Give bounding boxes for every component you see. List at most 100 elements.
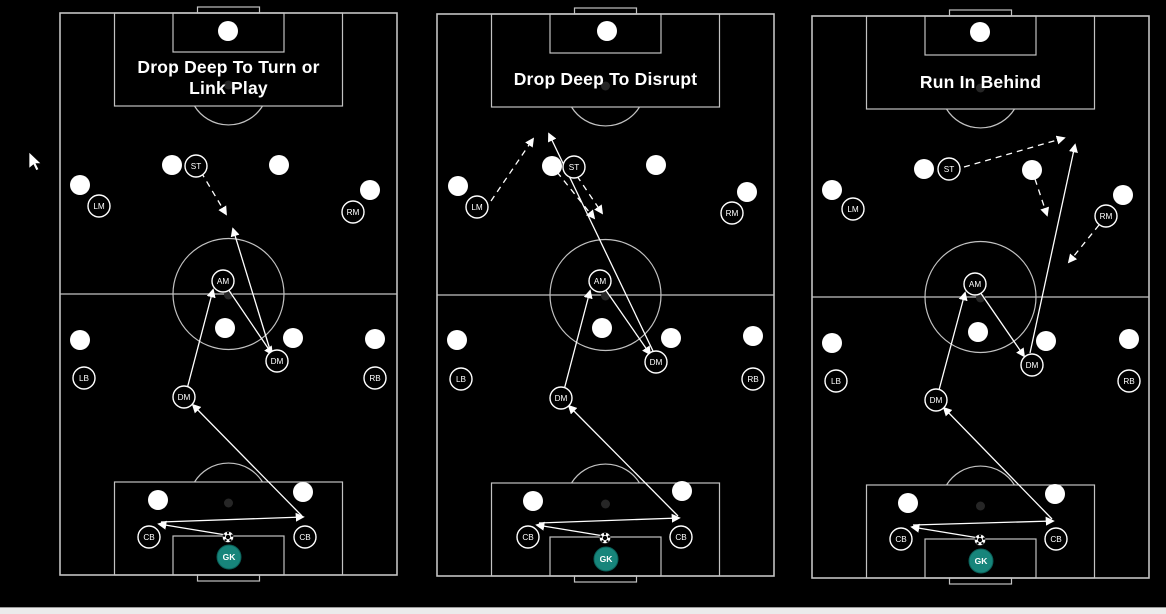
pitch-svg: ST LM RM AM DM LB RB DM CB CB GK (436, 7, 775, 583)
soccer-ball-icon (222, 531, 234, 543)
player-dm-deep: DM (924, 388, 948, 412)
player-rb: RB (741, 367, 765, 391)
player-label: RM (347, 208, 360, 217)
opponent-marker (1036, 331, 1056, 351)
opponent-marker (822, 333, 842, 353)
opponent-marker (70, 330, 90, 350)
penalty-spot-top (224, 80, 233, 90)
center-circle (172, 237, 285, 351)
player-label: ST (944, 165, 954, 174)
player-label: GK (975, 556, 989, 566)
player-dm-advanced: DM (1020, 353, 1044, 377)
player-label: ST (569, 163, 579, 172)
player-rm: RM (341, 200, 365, 224)
run-arrow-run-rm-tucks-in (1067, 224, 1100, 264)
player-label: CB (299, 533, 311, 542)
pass-arrow-pass-right-cb-to-dm (567, 404, 679, 517)
player-label: RM (1100, 212, 1113, 221)
pitch-title-line: Drop Deep To Turn or (137, 57, 320, 77)
player-label: LB (79, 374, 90, 383)
player-cb-left: CB (137, 525, 161, 549)
run-arrow-run-lm-into-space (490, 137, 535, 202)
opponent-marker (360, 180, 380, 200)
opponent-marker (672, 481, 692, 501)
pass-arrow-pass-right-cb-to-dm (191, 403, 303, 517)
player-label: ST (191, 162, 201, 171)
pass-arrow-pass-gk-to-left-cb (157, 520, 227, 536)
player-label: GK (223, 552, 237, 562)
run-arrow-run-defender-drops (1034, 178, 1050, 217)
goal-top (573, 7, 638, 15)
center-spot (601, 291, 610, 301)
player-label: DM (271, 357, 284, 366)
player-label: DM (650, 358, 663, 367)
penalty-spot-top (601, 81, 610, 91)
player-lb: LB (449, 367, 473, 391)
player-rb: RB (1117, 369, 1141, 393)
opponent-marker (968, 322, 988, 342)
pitch-title: Run In Behind (812, 72, 1149, 93)
player-am: AM (211, 269, 235, 293)
player-lm: LM (465, 195, 489, 219)
player-label: CB (522, 533, 534, 542)
pitch-title-line: Run In Behind (919, 72, 1042, 92)
player-cb-left: CB (516, 525, 540, 549)
goal-bottom (573, 575, 638, 583)
opponent-marker (592, 318, 612, 338)
penalty-spot-top (976, 83, 985, 93)
player-label: AM (969, 280, 981, 289)
pitch-svg: ST LM RM AM DM LB RB DM CB CB GK (59, 6, 398, 582)
opponent-marker (218, 21, 238, 41)
player-label: LM (471, 203, 483, 212)
opponent-marker (1022, 160, 1042, 180)
goal-top (196, 6, 261, 14)
pass-arrow-pass-dm-to-am (938, 291, 968, 391)
pass-arrow-pass-gk-to-left-cb (910, 523, 980, 539)
player-am: AM (963, 272, 987, 296)
player-label: RM (726, 209, 739, 218)
window-bottom-edge (0, 607, 1166, 614)
penalty-spot-bottom (976, 501, 985, 511)
penalty-spot-bottom (224, 498, 233, 508)
opponent-marker (743, 326, 763, 346)
player-am: AM (588, 269, 612, 293)
pitch-title: Drop Deep To Disrupt (437, 69, 774, 90)
run-arrow-run-st-drop (200, 171, 227, 216)
player-label: LM (93, 202, 105, 211)
opponent-marker (215, 318, 235, 338)
opponent-marker (148, 490, 168, 510)
player-label: CB (1050, 535, 1062, 544)
opponent-marker (1045, 484, 1065, 504)
player-dm-deep: DM (172, 385, 196, 409)
player-label: RB (747, 375, 759, 384)
run-arrow-run-st-drop (576, 175, 604, 215)
opponent-marker (447, 330, 467, 350)
player-dm-advanced: DM (265, 349, 289, 373)
player-lm: LM (87, 194, 111, 218)
penalty-arc-top (570, 106, 641, 127)
player-cb-right: CB (1044, 527, 1068, 551)
player-label: RB (369, 374, 381, 383)
penalty-spot-bottom (601, 499, 610, 509)
opponent-marker (597, 21, 617, 41)
opponent-marker (523, 491, 543, 511)
run-arrow-run-defender-follows (556, 171, 596, 220)
pass-arrow-pass-right-cb-to-dm (942, 406, 1053, 520)
player-lb: LB (824, 369, 848, 393)
player-label: DM (555, 394, 568, 403)
center-circle (549, 238, 662, 352)
soccer-ball-icon (599, 532, 611, 544)
pass-arrow-pass-dm-to-am (563, 289, 593, 391)
player-label: DM (930, 396, 943, 405)
player-cb-right: CB (669, 525, 693, 549)
player-gk: GK (216, 544, 242, 570)
player-rm: RM (720, 201, 744, 225)
penalty-arc-top (193, 105, 264, 126)
player-label: AM (594, 277, 606, 286)
player-gk: GK (593, 546, 619, 572)
mouse-cursor (29, 152, 43, 172)
player-label: AM (217, 277, 229, 286)
